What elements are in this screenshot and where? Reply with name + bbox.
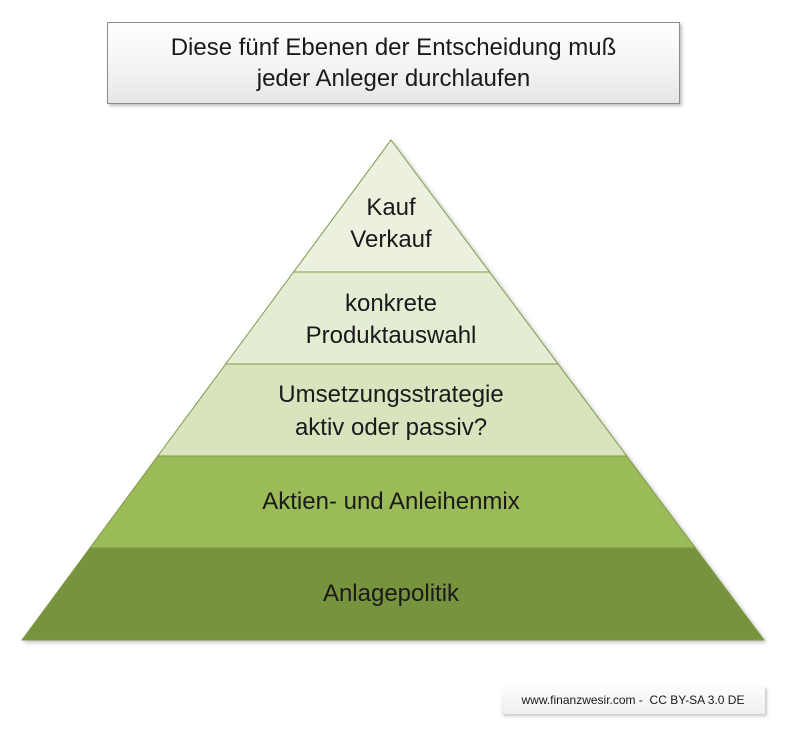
pyramid-level-3 xyxy=(156,363,628,457)
title-line-2: jeder Anleger durchlaufen xyxy=(256,65,531,92)
level-5-label-line-2: Verkauf xyxy=(350,226,432,253)
level-4-label-line-2: Produktauswahl xyxy=(306,322,477,349)
level-3-label-line-1: Umsetzungsstrategie xyxy=(278,381,503,408)
credit-separator: - xyxy=(635,693,650,707)
credit-box: www.finanzwesir.com - CC BY-SA 3.0 DE xyxy=(501,686,765,714)
title-box: Diese fünf Ebenen der Entscheidung muß j… xyxy=(107,22,680,104)
level-5-label-line-1: Kauf xyxy=(366,194,416,221)
level-4-label-line-1: konkrete xyxy=(345,290,437,317)
level-1-label: Anlagepolitik xyxy=(323,580,460,607)
level-3-label-line-2: aktiv oder passiv? xyxy=(295,414,487,441)
credit-site: www.finanzwesir.com xyxy=(521,693,636,707)
pyramid-level-1-base xyxy=(21,547,765,641)
level-2-label: Aktien- und Anleihenmix xyxy=(262,488,519,515)
credit-license: CC BY-SA 3.0 DE xyxy=(649,693,745,707)
title-line-1: Diese fünf Ebenen der Entscheidung muß xyxy=(170,34,617,61)
pyramid-level-4 xyxy=(224,271,560,365)
